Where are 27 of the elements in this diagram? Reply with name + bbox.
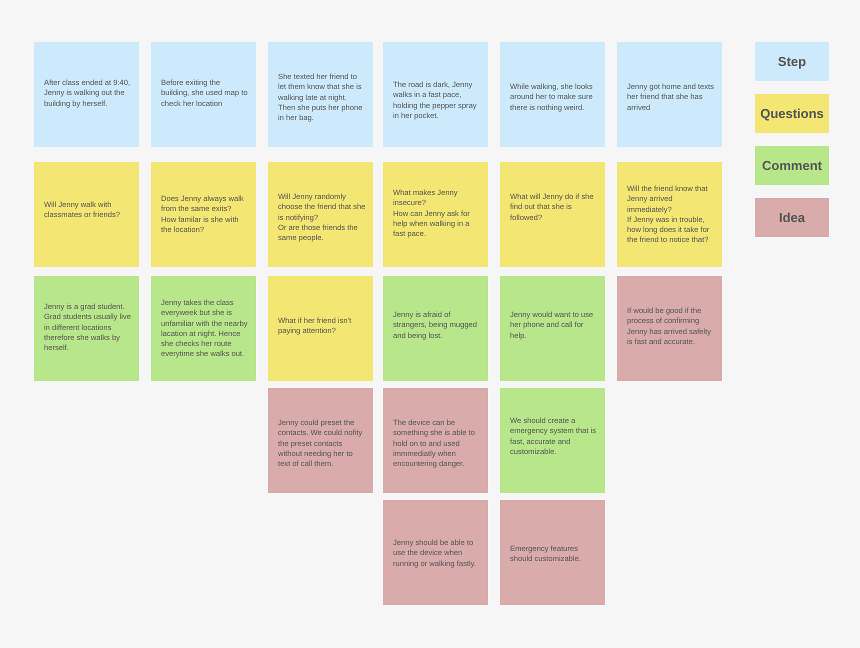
sticky-note [383, 42, 488, 147]
legend-label: Step [778, 54, 806, 69]
sticky-note [500, 500, 605, 605]
legend-label: Idea [778, 210, 805, 225]
sticky-note [383, 162, 488, 267]
sticky-note [617, 42, 722, 147]
sticky-note [268, 162, 373, 267]
sticky-note [151, 42, 256, 147]
sticky-note [151, 162, 256, 267]
legend-label: Comment [762, 158, 822, 173]
sticky-note [383, 276, 488, 381]
sticky-note [383, 388, 488, 493]
legend-label: Questions [760, 106, 824, 121]
sticky-note [268, 388, 373, 493]
sticky-note [34, 162, 139, 267]
sticky-note [151, 276, 256, 381]
sticky-note [34, 276, 139, 381]
sticky-note [500, 388, 605, 493]
sticky-note [268, 276, 373, 381]
sticky-note [268, 42, 373, 147]
sticky-note [383, 500, 488, 605]
sticky-note [617, 162, 722, 267]
sticky-note [34, 42, 139, 147]
sticky-note [500, 42, 605, 147]
sticky-note [617, 276, 722, 381]
sticky-note [500, 162, 605, 267]
sticky-note [500, 276, 605, 381]
